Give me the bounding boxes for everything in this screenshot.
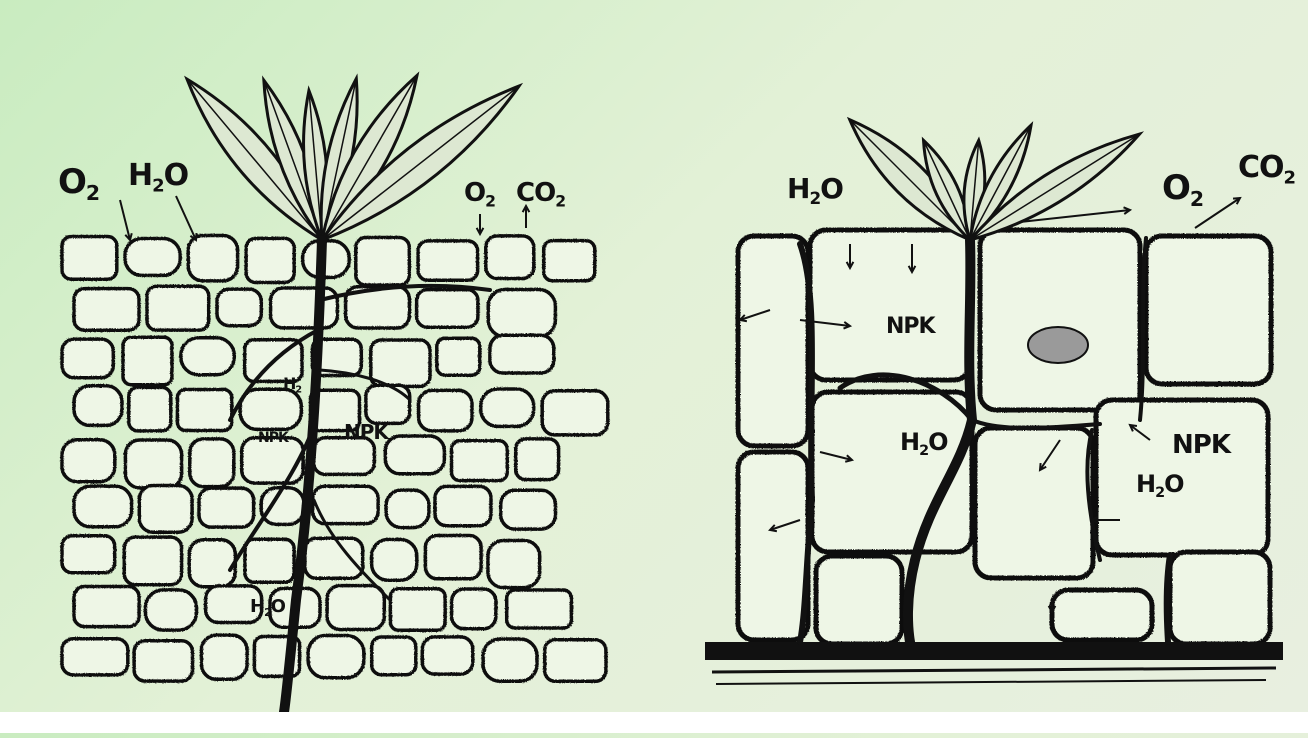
left-o2-right-label: O2 bbox=[464, 178, 495, 210]
right-co2-label: CO2 bbox=[1238, 150, 1295, 188]
soil-clod bbox=[74, 386, 122, 426]
soil-block bbox=[980, 230, 1140, 410]
soil-clod bbox=[422, 637, 473, 674]
soil-clod bbox=[62, 237, 117, 280]
soil-clod bbox=[488, 290, 555, 337]
left-npk-small-label: NPK bbox=[258, 430, 288, 446]
soil-clod bbox=[62, 339, 113, 378]
soil-clod bbox=[125, 440, 181, 488]
soil-clod bbox=[419, 390, 472, 431]
soil-clod bbox=[62, 536, 115, 573]
soil-clod bbox=[490, 335, 554, 373]
flow-arrow bbox=[176, 196, 196, 240]
soil-clod bbox=[327, 586, 384, 630]
soil-clod bbox=[201, 635, 247, 679]
soil-clod bbox=[452, 589, 496, 629]
root bbox=[972, 420, 1100, 428]
soil-clod bbox=[507, 590, 572, 628]
soil-clod bbox=[74, 289, 139, 331]
right-h2o-mid-label: H2O bbox=[900, 428, 948, 459]
soil-clod bbox=[481, 389, 534, 426]
oxygen-pocket bbox=[1028, 327, 1088, 363]
soil-clod bbox=[372, 540, 417, 581]
soil-clod bbox=[147, 286, 209, 330]
soil-clod bbox=[437, 338, 480, 375]
left-co2-label: CO2 bbox=[516, 178, 565, 210]
soil-clod bbox=[199, 488, 254, 527]
soil-clod bbox=[372, 637, 416, 675]
soil-block bbox=[816, 556, 902, 644]
left-o2-label: O2 bbox=[58, 162, 99, 205]
right-h2o-label: H2O bbox=[787, 172, 843, 208]
soil-clod bbox=[261, 488, 304, 525]
soil-clod bbox=[516, 439, 559, 480]
flow-arrow bbox=[120, 200, 130, 240]
soil-clod bbox=[425, 536, 481, 579]
soil-clod bbox=[417, 290, 478, 328]
soil-block bbox=[1052, 590, 1152, 640]
soil-clod bbox=[74, 587, 139, 627]
soil-block bbox=[810, 230, 970, 380]
right-npk-top-label: NPK bbox=[886, 314, 935, 339]
soil-clod bbox=[356, 238, 410, 286]
soil-clod bbox=[62, 639, 128, 675]
hardpan-layer bbox=[705, 642, 1283, 660]
soil-clod bbox=[190, 439, 234, 487]
soil-clod bbox=[188, 236, 237, 281]
soil-clod bbox=[123, 337, 172, 385]
left-h2o-root-label: H2 bbox=[283, 374, 301, 395]
soil-clod bbox=[246, 238, 294, 282]
bottom-margin bbox=[0, 712, 1308, 733]
soil-clod bbox=[544, 241, 595, 281]
soil-clod bbox=[385, 436, 444, 474]
soil-clod bbox=[545, 640, 606, 682]
soil-clod bbox=[217, 289, 261, 326]
soil-clod bbox=[386, 490, 429, 527]
left-h2o-label: H2O bbox=[128, 158, 188, 196]
soil-clod bbox=[390, 589, 445, 631]
soil-clod bbox=[366, 385, 410, 423]
soil-block bbox=[1146, 236, 1271, 384]
soil-clod bbox=[125, 239, 180, 276]
soil-clod bbox=[452, 441, 508, 481]
soil-block bbox=[738, 452, 808, 640]
soil-clod bbox=[189, 540, 235, 587]
soil-clod bbox=[134, 641, 192, 681]
right-npk-side-label: NPK bbox=[1172, 430, 1230, 460]
soil-clod bbox=[435, 486, 491, 525]
soil-clod bbox=[181, 338, 235, 375]
right-o2-label: O2 bbox=[1162, 168, 1203, 211]
soil-clod bbox=[177, 390, 231, 431]
left-compacted-soil bbox=[62, 236, 608, 682]
soil-clod bbox=[483, 639, 537, 681]
hardpan-line bbox=[712, 668, 1276, 672]
soil-clod bbox=[371, 340, 430, 386]
soil-block bbox=[975, 428, 1093, 578]
right-h2o-side-label: H2O bbox=[1136, 470, 1184, 501]
soil-clod bbox=[305, 538, 363, 578]
soil-clod bbox=[139, 486, 192, 533]
root bbox=[1167, 555, 1170, 642]
left-npk-label: NPK bbox=[344, 420, 388, 444]
soil-clod bbox=[271, 288, 338, 328]
soil-clod bbox=[501, 490, 556, 529]
soil-clod bbox=[245, 539, 294, 582]
soil-block bbox=[738, 236, 808, 446]
soil-clod bbox=[124, 537, 181, 585]
soil-clod bbox=[62, 440, 115, 482]
soil-clod bbox=[542, 391, 608, 435]
left-h2o-bottom-label: H2O bbox=[250, 596, 285, 619]
soil-clod bbox=[418, 241, 478, 280]
soil-block bbox=[1170, 552, 1270, 644]
soil-clod bbox=[145, 590, 196, 630]
soil-clod bbox=[486, 236, 534, 279]
hardpan-line bbox=[716, 680, 1266, 684]
soil-clod bbox=[308, 636, 364, 678]
soil-clod bbox=[488, 541, 540, 588]
soil-clod bbox=[74, 486, 132, 527]
soil-clod bbox=[129, 387, 171, 431]
